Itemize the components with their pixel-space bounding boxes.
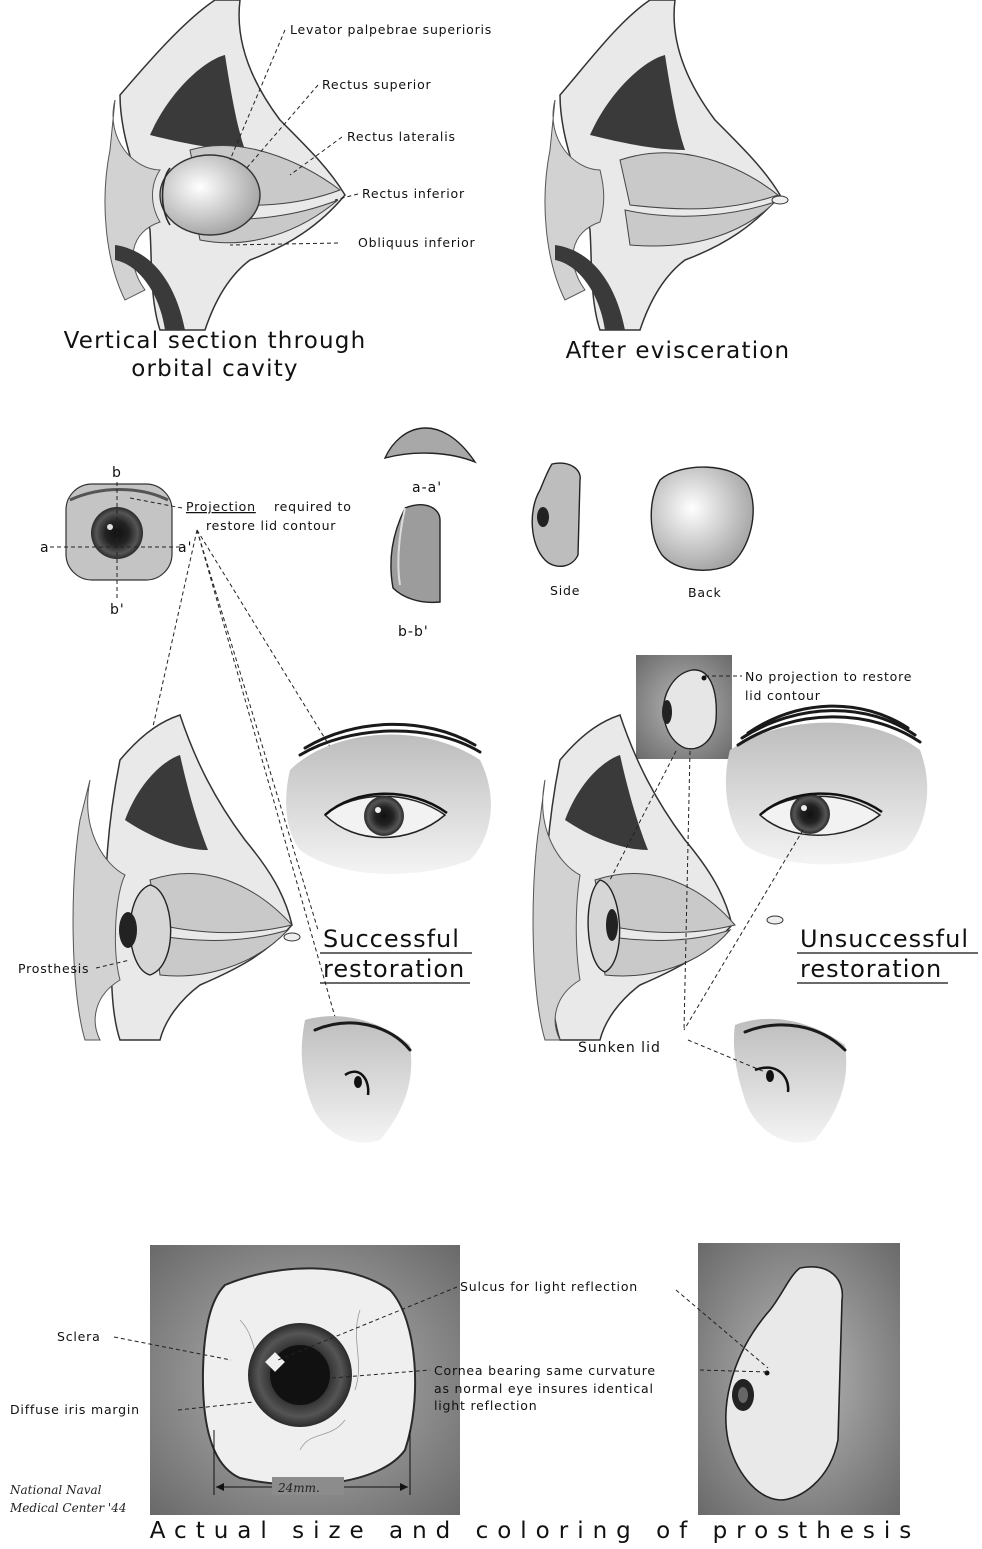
label-section-bb: b-b' — [398, 624, 429, 640]
successful-line2: restoration — [323, 955, 465, 983]
successful-profile-eye — [302, 1016, 412, 1142]
mark-a-prime: a' — [178, 540, 192, 556]
prosthesis-side-panel — [698, 1243, 900, 1515]
label-levator: Levator palpebrae superioris — [290, 22, 492, 37]
label-cornea-line1: Cornea bearing same curvature — [434, 1363, 656, 1378]
caption-actual-size: Actual size and coloring of prosthesis — [150, 1518, 921, 1544]
label-sclera: Sclera — [57, 1329, 101, 1344]
unsuccessful-line1: Unsuccessful — [800, 925, 969, 953]
cross-section-aa: a-a' — [385, 428, 475, 496]
successful-eye-portrait — [286, 724, 491, 874]
label-rectus-lateralis: Rectus lateralis — [347, 129, 456, 144]
orbit-section-illustration — [105, 0, 345, 330]
label-projection: Projection — [186, 499, 256, 514]
signature-line2: Medical Center '44 — [9, 1501, 127, 1515]
unsuccessful-line2: restoration — [800, 955, 942, 983]
section-eye-diagram: a a' b b' Projection required to restore… — [40, 465, 352, 618]
label-obliquus-inferior: Obliquus inferior — [358, 235, 476, 250]
unsuccessful-eye-portrait — [726, 706, 927, 864]
caption-after-evisceration: After evisceration — [566, 338, 791, 364]
successful-section-illustration — [73, 715, 300, 1040]
label-cornea-line3: light reflection — [434, 1398, 537, 1413]
label-rectus-inferior: Rectus inferior — [362, 186, 465, 201]
unsuccessful-profile-eye — [734, 1019, 846, 1143]
label-prosthesis: Prosthesis — [18, 961, 89, 976]
label-cornea-line2: as normal eye insures identical — [434, 1381, 654, 1396]
measure-label: 24mm. — [277, 1481, 320, 1495]
signature-line1: National Naval — [9, 1483, 102, 1497]
cross-section-bb: b-b' — [391, 505, 440, 640]
label-sunken-lid: Sunken lid — [578, 1040, 661, 1056]
label-projection-line2: restore lid contour — [206, 518, 336, 533]
label-rectus-superior: Rectus superior — [322, 77, 432, 92]
caption-vertical-section-line1: Vertical section through — [64, 328, 367, 354]
mark-a: a — [40, 540, 50, 556]
label-no-projection-line1: No projection to restore — [745, 669, 912, 684]
label-no-projection-line2: lid contour — [745, 688, 821, 703]
mark-b-prime: b' — [110, 602, 125, 618]
label-iris-margin: Diffuse iris margin — [10, 1402, 140, 1417]
mark-b: b — [112, 465, 122, 481]
prosthesis-front-panel — [150, 1245, 460, 1515]
label-back: Back — [688, 585, 722, 600]
evisceration-illustration — [545, 0, 788, 330]
label-side: Side — [550, 583, 580, 598]
label-projection-rest: required to — [274, 499, 352, 514]
prosthesis-side-view: Side — [532, 463, 580, 598]
label-sulcus: Sulcus for light reflection — [460, 1279, 638, 1294]
label-section-aa: a-a' — [412, 480, 442, 496]
successful-line1: Successful — [323, 925, 460, 953]
caption-vertical-section-line2: orbital cavity — [131, 356, 299, 382]
prosthesis-back-view: Back — [651, 467, 753, 600]
